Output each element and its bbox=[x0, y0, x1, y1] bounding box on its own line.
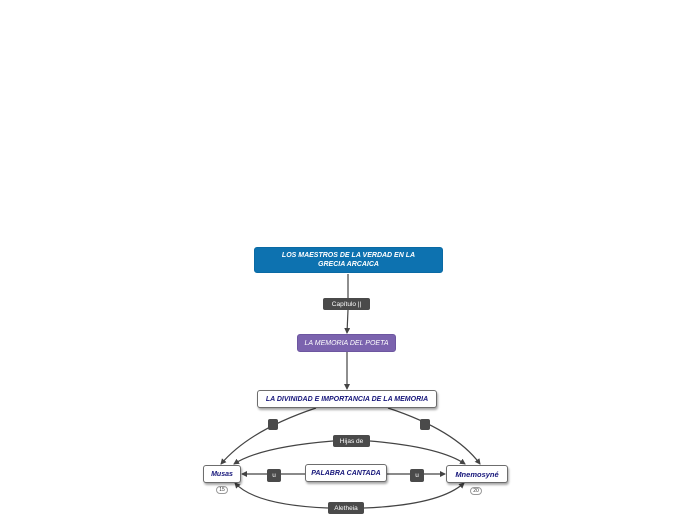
poet-memory-text: LA MEMORIA DEL POETA bbox=[304, 339, 389, 347]
mnemosyne-node[interactable]: Mnemosyné bbox=[446, 465, 508, 483]
connector-hijas-right bbox=[369, 440, 466, 465]
aletheia-label[interactable]: Aletheia bbox=[328, 502, 364, 514]
connector-capitulo-to-poet bbox=[344, 309, 351, 334]
divinity-text: LA DIVINIDAD E IMPORTANCIA DE LA MEMORIA bbox=[265, 395, 429, 403]
capitulo-label-text: Capítulo || bbox=[331, 300, 362, 308]
main-topic-text: LOS MAESTROS DE LA VERDAD EN LA GRECIA A… bbox=[281, 252, 416, 268]
u-label-right[interactable]: u bbox=[410, 469, 424, 482]
musas-count-badge[interactable]: 15 bbox=[216, 486, 228, 494]
connector-hijas-left bbox=[233, 440, 334, 465]
mnemosyne-text: Mnemosyné bbox=[455, 469, 499, 479]
musas-count-text: 15 bbox=[219, 487, 225, 493]
connector-aletheia-right bbox=[363, 482, 465, 509]
empty-label-right[interactable] bbox=[420, 419, 430, 430]
empty-label-left[interactable] bbox=[268, 419, 278, 430]
hijas-de-text: Hijas de bbox=[339, 437, 364, 445]
u-label-left-text: u bbox=[272, 472, 276, 479]
divinity-node[interactable]: LA DIVINIDAD E IMPORTANCIA DE LA MEMORIA bbox=[257, 390, 437, 408]
main-topic-node[interactable]: LOS MAESTROS DE LA VERDAD EN LA GRECIA A… bbox=[254, 247, 443, 273]
palabra-cantada-node[interactable]: PALABRA CANTADA bbox=[305, 464, 387, 482]
mnemosyne-count-text: 20 bbox=[473, 488, 479, 494]
connector-aletheia-left bbox=[234, 482, 329, 509]
musas-node[interactable]: Musas bbox=[203, 465, 241, 483]
u-label-right-text: u bbox=[415, 472, 419, 479]
mnemosyne-count-badge[interactable]: 20 bbox=[470, 487, 482, 495]
hijas-de-label[interactable]: Hijas de bbox=[333, 435, 370, 447]
capitulo-label[interactable]: Capítulo || bbox=[323, 298, 370, 310]
connector-divinity-to-musas bbox=[220, 407, 317, 465]
connector-divinity-to-mnemosyne bbox=[387, 407, 481, 465]
poet-memory-node[interactable]: LA MEMORIA DEL POETA bbox=[297, 334, 396, 352]
aletheia-text: Aletheia bbox=[334, 504, 358, 512]
musas-text: Musas bbox=[211, 470, 233, 478]
u-label-left[interactable]: u bbox=[267, 469, 281, 482]
palabra-cantada-text: PALABRA CANTADA bbox=[311, 469, 381, 477]
